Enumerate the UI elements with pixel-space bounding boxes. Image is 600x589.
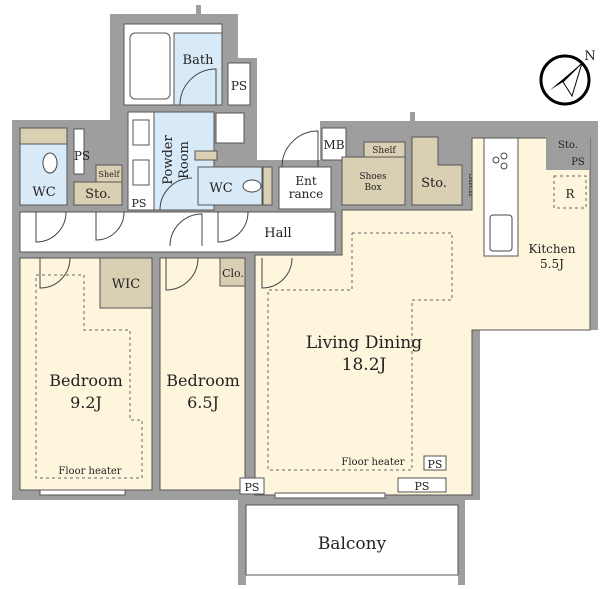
balcony bbox=[245, 504, 459, 576]
wall-block bbox=[546, 136, 590, 170]
ps-living bbox=[397, 477, 447, 493]
ps-living-label: PS bbox=[415, 480, 430, 493]
sto-kitchen-label: Sto. bbox=[558, 140, 578, 151]
window bbox=[39, 489, 126, 496]
bathtub bbox=[129, 32, 171, 100]
sink bbox=[132, 159, 150, 186]
front-door[interactable] bbox=[281, 130, 319, 168]
hall bbox=[19, 211, 336, 253]
compass-north-label: N bbox=[584, 49, 595, 64]
ps-bottom bbox=[239, 477, 265, 495]
window bbox=[274, 492, 386, 499]
washer bbox=[215, 112, 245, 144]
floor-heater-area bbox=[267, 232, 453, 471]
ps-powder-label: PS bbox=[132, 197, 147, 210]
bath-label: Bath bbox=[183, 53, 215, 68]
kitchen-label: Kitchen bbox=[529, 242, 576, 256]
wc-center-shelf bbox=[262, 166, 273, 206]
toilet-icon bbox=[242, 179, 262, 193]
bedroom-1-size: 9.2J bbox=[70, 393, 102, 412]
sto-center-label: Sto. bbox=[421, 176, 447, 191]
ps-kitchen-label: PS bbox=[571, 157, 585, 168]
ps-bath bbox=[227, 62, 251, 106]
ps-bottom-label: PS bbox=[245, 481, 260, 494]
sto-left bbox=[73, 181, 123, 206]
compass-icon: N bbox=[539, 49, 596, 106]
hall-label: Hall bbox=[264, 226, 291, 241]
powder-room-label: Room bbox=[177, 141, 192, 179]
wic-label: WIC bbox=[112, 277, 140, 292]
sto-center bbox=[411, 136, 463, 206]
toilet-icon bbox=[42, 152, 58, 174]
shoes-box-label: Box bbox=[364, 183, 381, 193]
sink-icon bbox=[489, 214, 513, 252]
bedroom-2 bbox=[159, 257, 246, 491]
shelf-left-label: Shelf bbox=[99, 170, 121, 179]
bedroom-2-size: 6.5J bbox=[187, 393, 219, 412]
stove-icon bbox=[492, 156, 500, 164]
floor-heater-label: Floor heater bbox=[341, 457, 404, 468]
clo bbox=[219, 257, 246, 287]
shelf-shoes-label: Shelf bbox=[372, 146, 396, 156]
powder-room-label: Powder bbox=[161, 135, 176, 185]
ps-living-label: PS bbox=[428, 458, 443, 471]
living-label: Living Dining bbox=[306, 333, 422, 353]
kitchen-size: 5.5J bbox=[540, 257, 564, 271]
ps-bath-label: PS bbox=[231, 79, 247, 93]
hall-door[interactable] bbox=[169, 213, 203, 247]
wc-center-door[interactable] bbox=[217, 211, 249, 243]
mb bbox=[321, 127, 347, 161]
bedroom-1-label: Bedroom bbox=[49, 371, 123, 390]
ps-living bbox=[423, 455, 447, 471]
clo-label: Clo. bbox=[222, 267, 244, 280]
entrance bbox=[278, 166, 332, 210]
balcony-label: Balcony bbox=[318, 534, 387, 554]
floor-heater-area bbox=[35, 274, 143, 479]
shoes-box-label: Shoes bbox=[359, 172, 387, 182]
living-size: 18.2J bbox=[342, 355, 387, 375]
refrigerator bbox=[553, 175, 587, 209]
entrance-label: Ent bbox=[295, 174, 316, 188]
wc-left-label: WC bbox=[32, 185, 55, 200]
bedroom-2-door[interactable] bbox=[165, 257, 199, 291]
living-door[interactable] bbox=[261, 257, 293, 289]
bath-door[interactable] bbox=[179, 68, 217, 106]
powder-door[interactable] bbox=[159, 177, 193, 211]
ps-left bbox=[73, 128, 85, 175]
shelf bbox=[194, 150, 218, 161]
sto-left-label: Sto. bbox=[85, 187, 111, 202]
sto-left-door[interactable] bbox=[95, 211, 125, 241]
bedroom-1-door[interactable] bbox=[39, 257, 71, 289]
floor-heater-label: Floor heater bbox=[58, 466, 121, 477]
stove-icon bbox=[500, 152, 508, 160]
wc-center-label: WC bbox=[209, 181, 232, 196]
ps-left-label: PS bbox=[74, 149, 90, 163]
sink bbox=[132, 119, 150, 146]
mb-label: MB bbox=[323, 138, 344, 152]
stove-icon bbox=[500, 162, 508, 170]
bedroom-2-label: Bedroom bbox=[166, 371, 240, 390]
entrance-label: rance bbox=[289, 187, 323, 201]
shelf-center-label: Shelf bbox=[466, 173, 476, 197]
wic bbox=[99, 257, 153, 309]
wc-shelf bbox=[19, 127, 68, 145]
wc-left-door[interactable] bbox=[35, 211, 67, 243]
shoes-box bbox=[341, 156, 406, 206]
refrigerator-label: R bbox=[565, 187, 575, 201]
